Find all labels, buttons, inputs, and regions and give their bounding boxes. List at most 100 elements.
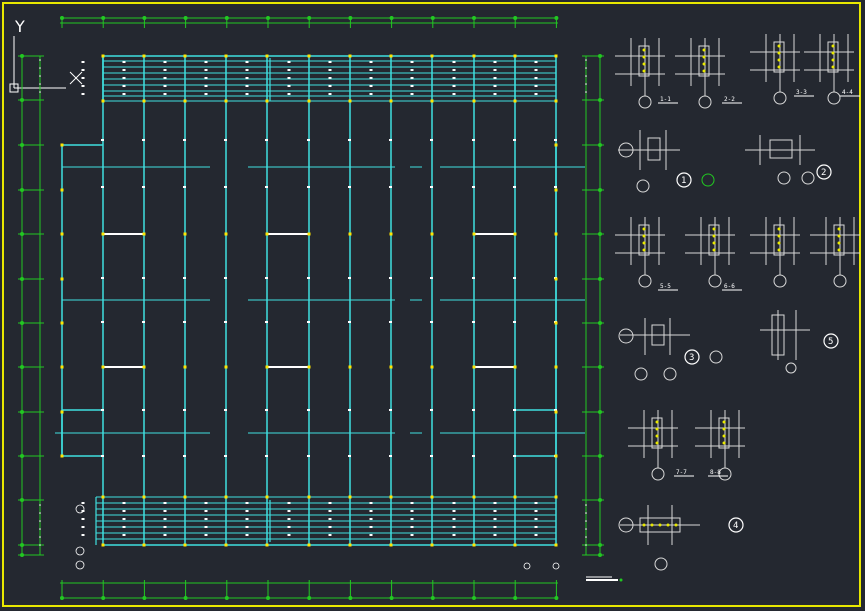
node-marker <box>101 232 105 236</box>
detail-6-6 <box>685 217 735 288</box>
member-tag <box>122 77 126 79</box>
section-label-7-7: 7-7 <box>676 469 687 476</box>
bolt <box>722 427 726 431</box>
member-tag <box>452 526 456 528</box>
node-marker <box>60 365 64 369</box>
member-tag <box>452 61 456 63</box>
axis-bubble <box>523 562 531 570</box>
node-marker <box>265 495 269 499</box>
node-marker <box>183 54 187 58</box>
member-tag <box>410 510 414 512</box>
member-tag <box>183 277 186 279</box>
node-marker <box>348 54 352 58</box>
detail-plate <box>638 224 650 256</box>
detail-bubble <box>638 95 652 109</box>
node-marker <box>101 365 105 369</box>
node-marker <box>472 54 476 58</box>
bolt <box>777 227 781 231</box>
ucs-y-label: Y <box>14 17 25 36</box>
member-tag <box>389 455 392 457</box>
member-tag <box>328 61 332 63</box>
member-tag <box>452 85 456 87</box>
detail-3-3 <box>750 34 800 105</box>
dim-dot <box>39 67 41 69</box>
section-label-2-2: 2-2 <box>724 96 735 103</box>
member-tag <box>81 69 85 71</box>
bolt <box>831 51 835 55</box>
member-tag <box>122 93 126 95</box>
member-tag <box>348 321 351 323</box>
detail-2 <box>745 135 815 185</box>
member-tag <box>554 139 557 141</box>
member-tag <box>307 455 310 457</box>
bolt <box>712 234 716 238</box>
member-tag <box>369 61 373 63</box>
node-marker <box>142 232 146 236</box>
member-tag <box>245 518 249 520</box>
bolt <box>712 248 716 252</box>
node-marker <box>389 99 393 103</box>
member-tag <box>245 502 249 504</box>
detail-2-2 <box>675 38 725 109</box>
ucs-icon <box>9 36 83 93</box>
member-tag <box>204 518 208 520</box>
member-tag <box>245 510 249 512</box>
member-tag <box>369 69 373 71</box>
member-tag <box>307 139 310 141</box>
node-marker <box>554 54 558 58</box>
node-marker <box>389 495 393 499</box>
dim-dot <box>39 504 41 506</box>
member-tag <box>122 510 126 512</box>
member-tag <box>287 85 291 87</box>
node-marker <box>472 365 476 369</box>
node-marker <box>513 365 517 369</box>
node-marker <box>307 365 311 369</box>
dim-dot <box>39 91 41 93</box>
node-marker <box>224 543 228 547</box>
member-tag <box>81 526 85 528</box>
node-marker <box>60 188 64 192</box>
axis-bubble <box>75 546 85 556</box>
member-tag <box>472 139 475 141</box>
roof-framing-plan <box>55 54 585 570</box>
detail-plate <box>773 224 785 256</box>
member-tag <box>410 61 414 63</box>
detail-bubble <box>618 517 634 533</box>
bolt <box>837 227 841 231</box>
member-tag <box>81 93 85 95</box>
node-marker <box>183 543 187 547</box>
node-marker <box>472 99 476 103</box>
member-tag <box>534 77 538 79</box>
node-marker <box>265 365 269 369</box>
bolt <box>777 241 781 245</box>
member-tag <box>452 518 456 520</box>
member-tag <box>534 93 538 95</box>
dim-dot <box>585 504 587 506</box>
bolt <box>777 51 781 55</box>
dim-dot <box>39 536 41 538</box>
detail-bubble <box>638 274 652 288</box>
member-tag <box>430 277 433 279</box>
member-tag <box>81 85 85 87</box>
member-tag <box>163 69 167 71</box>
detail-5 <box>760 310 810 374</box>
member-tag <box>204 534 208 536</box>
member-tag <box>348 139 351 141</box>
node-marker <box>60 232 64 236</box>
member-tag <box>554 409 557 411</box>
detail-bubble-alt <box>709 350 723 364</box>
node-marker <box>60 454 64 458</box>
member-tag <box>287 61 291 63</box>
member-tag <box>204 85 208 87</box>
detail-bubble <box>634 367 648 381</box>
member-tag <box>430 186 433 188</box>
member-tag <box>81 77 85 79</box>
detail-plate <box>647 137 661 161</box>
node-marker <box>554 543 558 547</box>
detail-bubble <box>698 95 712 109</box>
member-tag <box>265 186 268 188</box>
section-label-3-3: 3-3 <box>796 89 807 96</box>
member-tag <box>493 85 497 87</box>
